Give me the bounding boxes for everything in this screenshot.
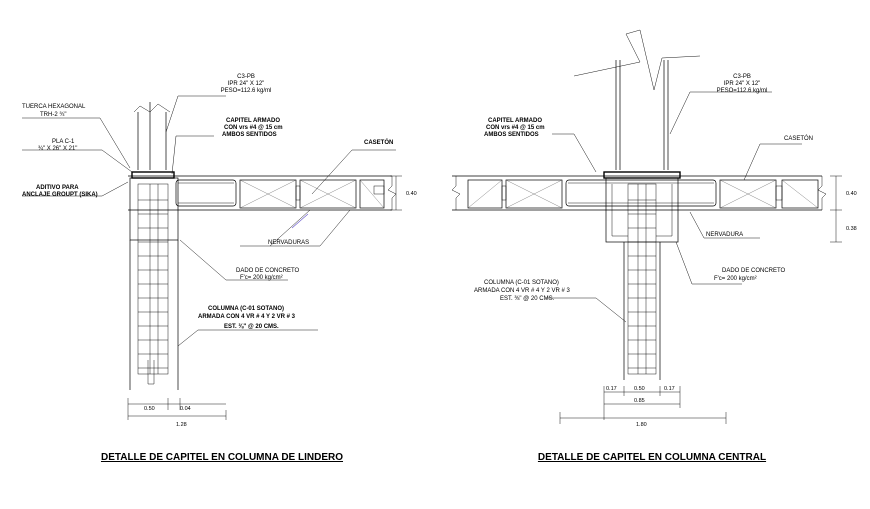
- left-dim-b: 0.04: [180, 406, 191, 412]
- right-profile-line2: IPR 24" X 12": [724, 81, 761, 87]
- left-nut-line2: TRH-2 ¾": [40, 112, 66, 118]
- left-additive-line1: ADITIVO PARA: [36, 185, 79, 191]
- left-dimensions: [127, 175, 402, 420]
- left-dado-line2: F'c= 200 kg/cm²: [240, 275, 283, 281]
- left-dado-line1: DADO DE CONCRETO: [236, 268, 300, 274]
- right-dado-line1: DADO DE CONCRETO: [722, 268, 786, 274]
- right-dim-dado: 0.38: [846, 226, 857, 232]
- left-dim-a: 0.50: [144, 406, 155, 412]
- right-stirrups: [628, 199, 656, 369]
- right-leaders: [546, 91, 802, 323]
- left-profile-line3: PESO=112.6 kg/ml: [221, 88, 272, 94]
- left-additive-line2: ANCLAJE GROUPT (SIKA): [22, 192, 98, 198]
- right-steel-profile: [573, 29, 701, 170]
- left-accent-leader: [291, 213, 309, 229]
- left-columna-line1: COLUMNA (C-01 SOTANO): [208, 306, 284, 312]
- right-columna-line1: COLUMNA (C-01 SOTANO): [484, 280, 559, 286]
- left-plate-line2: ¾" X 26" X 21": [38, 146, 77, 152]
- left-dim-total: 1.28: [176, 422, 187, 428]
- left-nut-line1: TUERCA HEXAGONAL: [22, 104, 86, 110]
- right-dado-line2: F'c= 200 kg/cm²: [714, 276, 757, 282]
- right-dim-b: 0.50: [634, 386, 645, 392]
- left-columna-line3: EST. ⅜" @ 20 CMS.: [224, 324, 279, 330]
- right-dim-total: 1.80: [636, 422, 647, 428]
- right-caseton-label: CASETÓN: [784, 135, 813, 142]
- right-casetones: [467, 179, 819, 209]
- right-dim-mid: 0.85: [634, 398, 645, 404]
- right-profile-line1: C3-PB: [733, 74, 751, 80]
- left-nervaduras-label: NERVADURAS: [268, 240, 309, 246]
- right-capitel-line3: AMBOS SENTIDOS: [484, 132, 539, 138]
- left-capitel-line2: CON vrs #4 @ 15 cm: [224, 125, 283, 131]
- left-stirrups: [138, 199, 168, 369]
- right-capitel-line1: CAPITEL ARMADO: [488, 118, 542, 124]
- right-dim-c: 0.17: [664, 386, 675, 392]
- right-dim-a: 0.17: [606, 386, 617, 392]
- right-detail: [451, 29, 842, 424]
- left-profile-line1: C3-PB: [237, 74, 255, 80]
- left-steel-profile: [133, 102, 171, 170]
- left-plate-line1: PLA C-1: [52, 139, 75, 145]
- right-column: [605, 177, 679, 380]
- left-capitel-line3: AMBOS SENTIDOS: [222, 132, 277, 138]
- left-columna-line2: ARMADA CON 4 VR # 4 Y 2 VR # 3: [198, 314, 296, 320]
- left-profile-line2: IPR 24" X 12": [228, 81, 265, 87]
- right-dim-slab: 0.40: [846, 191, 857, 197]
- right-columna-line3: EST. ⅜" @ 20 CMS.: [500, 296, 555, 302]
- right-profile-line3: PESO=112.6 kg/ml: [717, 88, 768, 94]
- left-detail: [22, 95, 402, 420]
- left-caseton-label: CASETÓN: [364, 138, 393, 146]
- left-dim-slab: 0.40: [406, 191, 417, 197]
- right-dimensions: [559, 175, 842, 424]
- right-nervadura-label: NERVADURA: [706, 232, 743, 238]
- left-leaders: [22, 95, 396, 347]
- left-column: [129, 177, 179, 390]
- left-casetones: [239, 179, 385, 209]
- left-detail-title: DETALLE DE CAPITEL EN COLUMNA DE LINDERO: [101, 452, 343, 463]
- right-detail-title: DETALLE DE CAPITEL EN COLUMNA CENTRAL: [538, 452, 766, 463]
- left-slab: [128, 171, 397, 211]
- right-columna-line2: ARMADA CON 4 VR # 4 Y 2 VR # 3: [474, 288, 570, 294]
- left-capitel-line1: CAPITEL ARMADO: [226, 118, 280, 124]
- right-capitel-line2: CON vrs #4 @ 15 cm: [486, 125, 545, 131]
